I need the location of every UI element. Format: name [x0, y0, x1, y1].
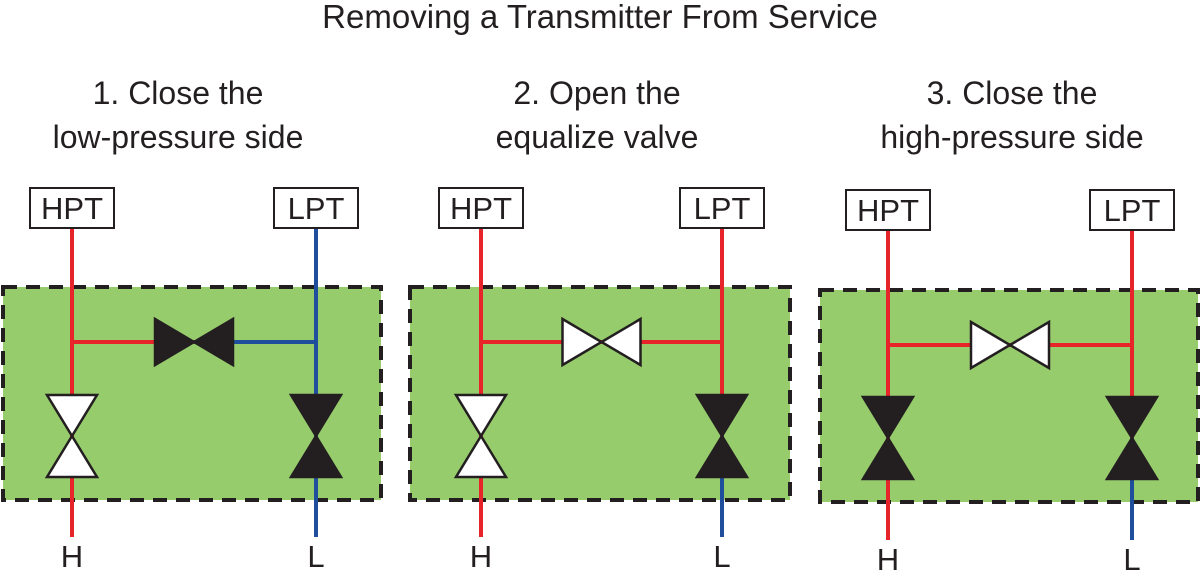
step-caption-line2: high-pressure side [880, 119, 1143, 155]
step-caption-line1: 3. Close the [927, 75, 1098, 111]
hpt-tag-label: HPT [41, 191, 103, 226]
lpt-tag-label: LPT [694, 191, 751, 226]
lpt-tag-label: LPT [1104, 193, 1161, 228]
step-caption-line1: 1. Close the [93, 75, 264, 111]
high-port-label: H [61, 539, 83, 574]
equalize-valve-open [969, 319, 1051, 371]
equalize-valve-closed [153, 316, 235, 368]
high-side-valve-open [453, 393, 509, 479]
high-side-valve-closed [860, 395, 916, 481]
equalize-valve-open [561, 316, 642, 368]
hpt-tag-box [845, 189, 931, 231]
low-port-label: L [1123, 542, 1140, 577]
high-port-label: H [877, 542, 899, 577]
high-side-valve-open [44, 393, 100, 479]
low-side-valve-closed [694, 393, 750, 479]
high-port-label: H [470, 539, 492, 574]
low-port-label: L [307, 539, 324, 574]
step-caption-line2: low-pressure side [53, 119, 304, 155]
hpt-tag-box [29, 187, 115, 229]
lpt-tag-label: LPT [288, 191, 345, 226]
low-side-valve-closed [1104, 395, 1160, 481]
hpt-tag-label: HPT [857, 193, 919, 228]
hpt-tag-label: HPT [450, 191, 512, 226]
diagram-title: Removing a Transmitter From Service [322, 0, 878, 35]
lpt-tag-box [679, 187, 765, 229]
low-port-label: L [713, 539, 730, 574]
low-side-valve-closed [288, 393, 344, 479]
step-caption-line2: equalize valve [496, 119, 699, 155]
lpt-tag-box [1089, 189, 1175, 231]
lpt-tag-box [273, 187, 359, 229]
step-caption-line1: 2. Open the [513, 75, 680, 111]
hpt-tag-box [438, 187, 524, 229]
